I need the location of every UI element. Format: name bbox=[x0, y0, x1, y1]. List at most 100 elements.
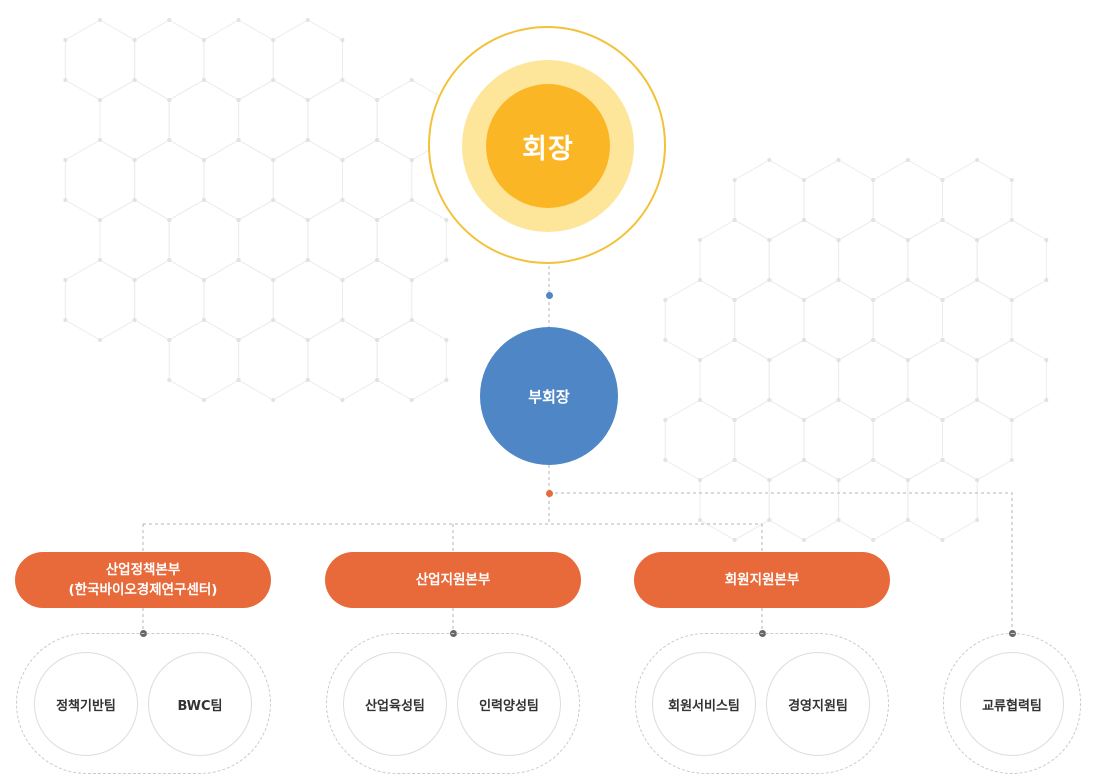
hexagon-node bbox=[698, 478, 702, 482]
hexagon-node bbox=[767, 158, 772, 162]
hexagon-node bbox=[305, 98, 310, 102]
hexagon-node bbox=[98, 338, 102, 342]
hexagon-node bbox=[409, 198, 414, 202]
hexagon-node bbox=[940, 298, 945, 302]
hexagon-node bbox=[940, 338, 945, 342]
hexagon-node bbox=[767, 478, 772, 482]
hexagon-node bbox=[698, 278, 702, 282]
hexagon-node bbox=[836, 158, 841, 162]
hexagon-node bbox=[1044, 238, 1049, 242]
team-node[interactable]: 회원서비스팀 bbox=[652, 652, 756, 756]
hexagon-node bbox=[767, 238, 772, 242]
hexagon-node bbox=[767, 398, 772, 402]
hexagon-node bbox=[975, 358, 980, 362]
division-member-support[interactable]: 회원지원본부 bbox=[634, 552, 890, 608]
hexagon-node bbox=[167, 378, 172, 382]
hexagon-node bbox=[698, 238, 702, 242]
hexagon-node bbox=[167, 338, 172, 342]
team-label: 산업육성팀 bbox=[365, 698, 425, 714]
hexagon-node bbox=[871, 538, 876, 542]
hexagon-node bbox=[132, 38, 137, 42]
hexagon-node bbox=[905, 278, 910, 282]
hexagon-node bbox=[836, 358, 841, 362]
hexagon-node bbox=[132, 318, 137, 322]
team-node[interactable]: 정책기반팀 bbox=[34, 652, 138, 756]
hexagon-node bbox=[132, 158, 137, 162]
hexagon-node bbox=[905, 358, 910, 362]
hexagon-node bbox=[63, 78, 68, 82]
hexagon-node bbox=[871, 298, 876, 302]
hexagon-node bbox=[132, 278, 137, 282]
hexagon-node bbox=[236, 378, 241, 382]
hexagon-node bbox=[271, 398, 276, 402]
hexagon-node bbox=[836, 238, 841, 242]
hexagon-node bbox=[201, 158, 206, 162]
hexagon-node bbox=[905, 478, 910, 482]
hexagon-node bbox=[271, 318, 276, 322]
connector-dot-chair bbox=[546, 292, 553, 299]
hexagon-node bbox=[871, 178, 876, 182]
hexagon-node bbox=[98, 98, 102, 102]
hexagon-node bbox=[340, 198, 345, 202]
team-node[interactable]: 인력양성팀 bbox=[457, 652, 561, 756]
connector-dot-vice bbox=[546, 490, 553, 497]
hexagon-node bbox=[767, 358, 772, 362]
hexagon-node bbox=[663, 338, 668, 342]
hexagon-node bbox=[132, 78, 137, 82]
hexagon-node bbox=[98, 218, 102, 222]
hexagon-node bbox=[444, 218, 449, 222]
hexagon-node bbox=[375, 218, 380, 222]
division-industrial-support[interactable]: 산업지원본부 bbox=[325, 552, 581, 608]
hexagon-node bbox=[375, 338, 380, 342]
hexagon-node bbox=[1009, 458, 1014, 462]
hexagon-node bbox=[905, 158, 910, 162]
team-label: 인력양성팀 bbox=[479, 698, 539, 714]
hexagon-node bbox=[305, 138, 310, 142]
hexagon-node bbox=[871, 338, 876, 342]
team-group-policy bbox=[16, 633, 271, 774]
hexagon-node bbox=[871, 458, 876, 462]
hexagon-node bbox=[340, 318, 345, 322]
hexagon-node bbox=[905, 518, 910, 522]
vice-chairman-label: 부회장 bbox=[528, 387, 570, 406]
hexagon-node bbox=[444, 258, 449, 262]
team-node[interactable]: BWC팀 bbox=[148, 652, 252, 756]
hexagon-node bbox=[444, 338, 449, 342]
hexagon-node bbox=[409, 278, 414, 282]
vice-chairman-node[interactable]: 부회장 bbox=[480, 327, 618, 465]
hexagon-node bbox=[1044, 278, 1049, 282]
team-label: 회원서비스팀 bbox=[668, 698, 740, 714]
team-node[interactable]: 경영지원팀 bbox=[766, 652, 870, 756]
hexagon-node bbox=[444, 378, 449, 382]
hexagon-node bbox=[271, 278, 276, 282]
hexagon-node bbox=[340, 38, 345, 42]
team-label: BWC팀 bbox=[177, 698, 223, 714]
hexagon-node bbox=[905, 238, 910, 242]
hexagon-node bbox=[801, 418, 806, 422]
hexagon-node bbox=[801, 458, 806, 462]
hexagon-node bbox=[871, 418, 876, 422]
chairman-node[interactable]: 회장 bbox=[486, 84, 610, 208]
hexagon-node bbox=[801, 298, 806, 302]
hexagon-node bbox=[167, 18, 172, 22]
hexagon-node bbox=[271, 198, 276, 202]
chairman-label: 회장 bbox=[522, 133, 574, 165]
hexagon-node bbox=[732, 458, 737, 462]
hexagon-node bbox=[305, 378, 310, 382]
hexagon-node bbox=[732, 338, 737, 342]
division-industrial-policy[interactable]: 산업정책본부 (한국바이오경제연구센터) bbox=[15, 552, 271, 608]
hexagon-node bbox=[732, 218, 737, 222]
hexagon-node bbox=[409, 398, 414, 402]
hexagon-node bbox=[201, 198, 206, 202]
hexagon-node bbox=[975, 398, 980, 402]
team-node[interactable]: 교류협력팀 bbox=[960, 652, 1064, 756]
hexagon-node bbox=[167, 138, 172, 142]
hexagon-node bbox=[132, 198, 137, 202]
team-node[interactable]: 산업육성팀 bbox=[343, 652, 447, 756]
hexagon-node bbox=[1009, 218, 1014, 222]
hexagon-node bbox=[732, 538, 737, 542]
hexagon-node bbox=[871, 218, 876, 222]
hexagon-node bbox=[63, 198, 68, 202]
hexagon-node bbox=[836, 398, 841, 402]
